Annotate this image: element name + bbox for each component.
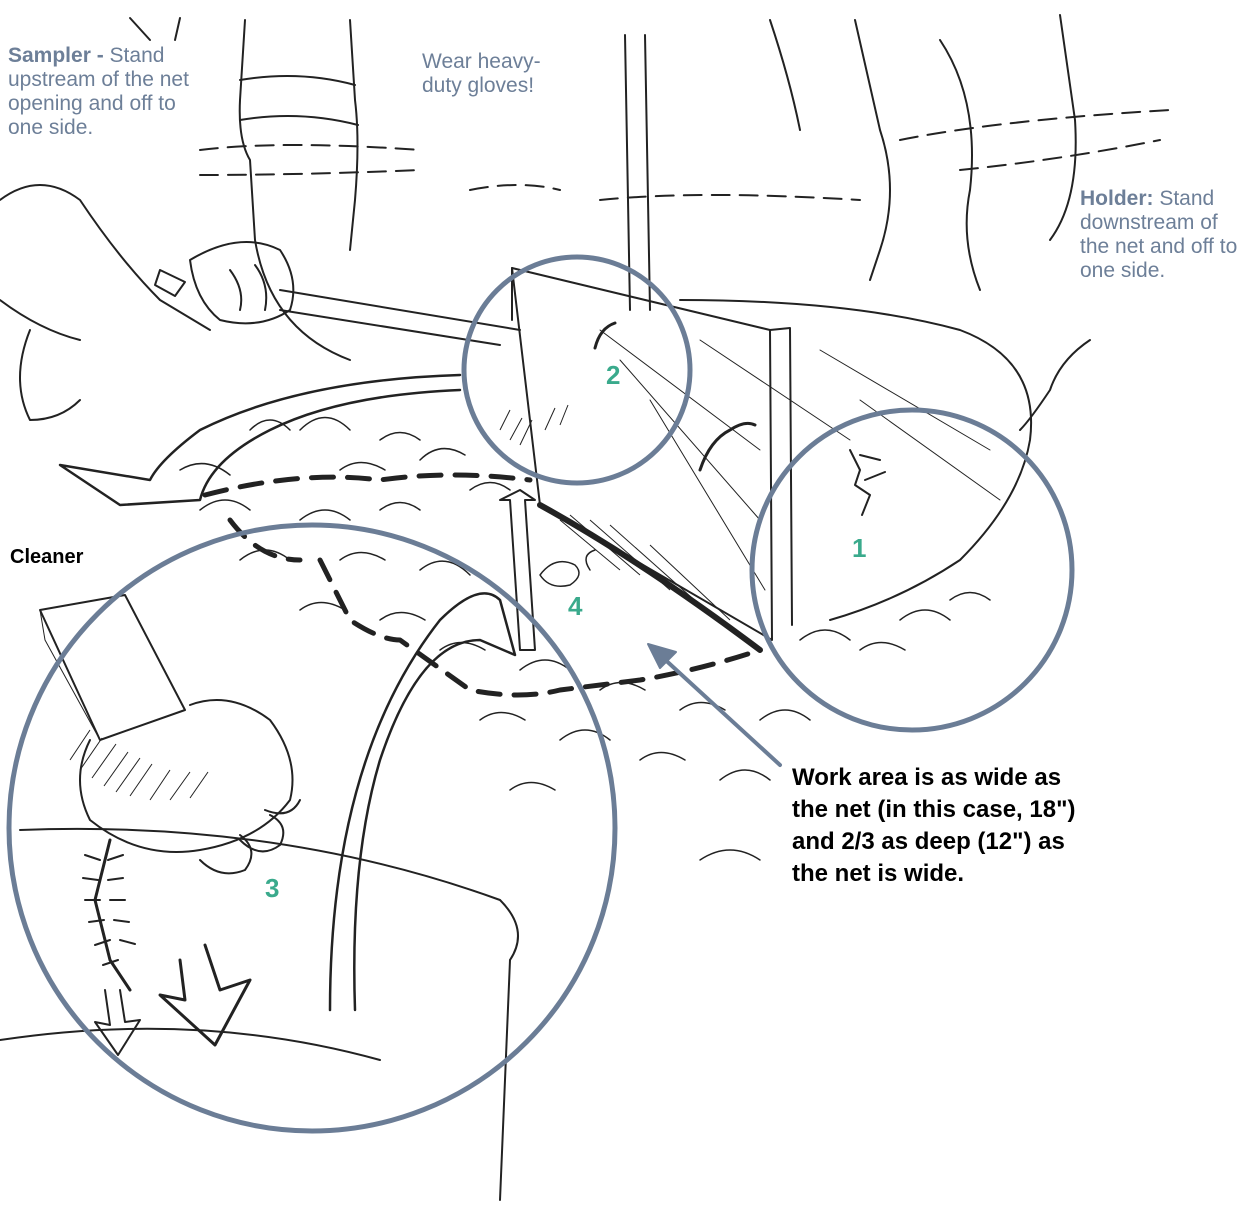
- step-1-number: 1: [852, 535, 866, 561]
- holder-title: Holder:: [1080, 187, 1154, 210]
- bucket-drawing: [0, 829, 518, 1200]
- cleaner-hand-brush-drawing: [40, 595, 300, 990]
- step-4-number: 4: [568, 593, 582, 619]
- gloves-note: Wear heavy-duty gloves!: [422, 50, 562, 98]
- work-area-note: Work area is as wide as the net (in this…: [792, 762, 1092, 890]
- step-2-number: 2: [606, 362, 620, 388]
- upstream-arrow: [500, 490, 535, 650]
- sampler-note: Sampler - Stand upstream of the net open…: [8, 44, 208, 140]
- step-2-circle: [464, 257, 690, 483]
- kick-net-frame-drawing: [512, 268, 1031, 650]
- step-3-number: 3: [265, 875, 279, 901]
- gloves-text: Wear heavy-duty gloves!: [422, 50, 541, 97]
- work-area-pointer-arrow: [660, 655, 780, 765]
- holder-note: Holder: Stand downstream of the net and …: [1080, 187, 1245, 283]
- step-1-circle: [752, 410, 1072, 730]
- cleaner-label: Cleaner: [10, 546, 83, 569]
- sampler-title: Sampler -: [8, 44, 104, 67]
